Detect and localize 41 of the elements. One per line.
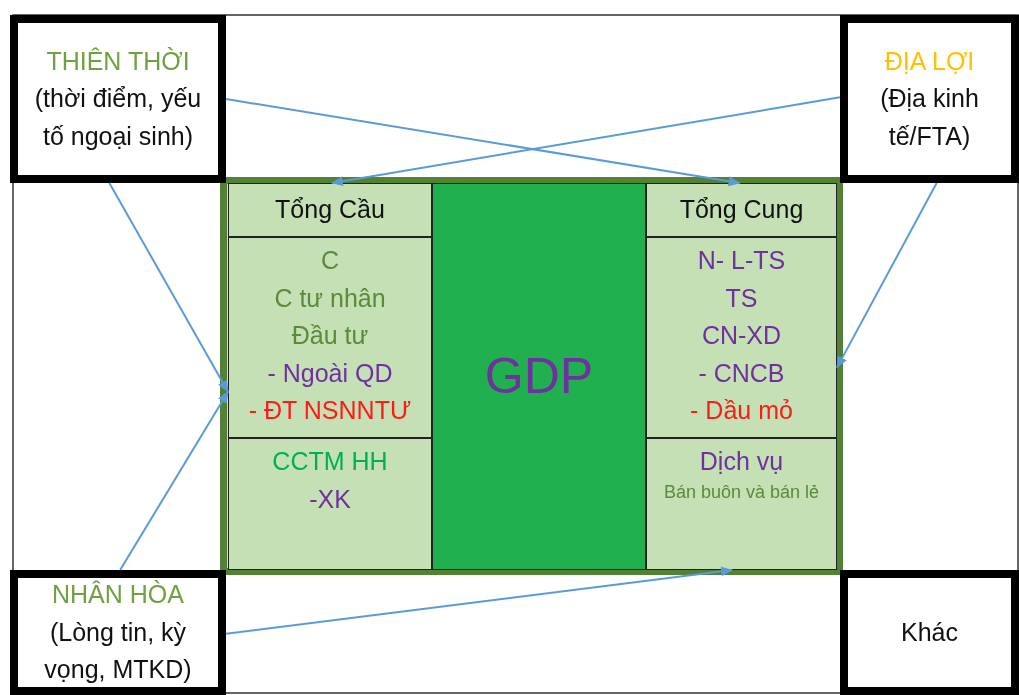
item-text: - Dầu mỏ xyxy=(690,395,793,426)
arrow xyxy=(225,98,741,187)
demand-cell xyxy=(228,237,432,438)
heading-text: Dịch vụ xyxy=(699,446,784,477)
gdp-column xyxy=(432,183,646,570)
supply-cell xyxy=(646,237,837,438)
heading-text: C xyxy=(320,245,340,276)
item-text: - ĐT NSNNTƯ xyxy=(248,395,412,426)
heading-text: N- L-TS xyxy=(697,245,786,276)
heading-text: Khác xyxy=(901,616,958,648)
item-text: Bán buôn và bán lẻ xyxy=(663,480,820,504)
arrow xyxy=(836,182,938,369)
item-text: -XK xyxy=(309,483,351,515)
heading-text: NHÂN HÒA xyxy=(52,579,184,611)
item-text: (Lòng tin, kỳ vọng, MTKD) xyxy=(43,616,193,686)
arrow xyxy=(225,566,733,635)
heading-text: GDP xyxy=(484,347,594,406)
heading-text: THIÊN THỜI xyxy=(46,45,190,77)
item-text: C tư nhân xyxy=(274,282,386,314)
heading-text: Tổng Cầu xyxy=(275,194,385,226)
heading-text: CCTM HH xyxy=(272,446,388,477)
arrow xyxy=(331,96,841,187)
item-text: Đầu tư xyxy=(291,320,369,351)
arrow xyxy=(119,390,229,571)
item-text: (thời điểm, yếu tố ngoại sinh) xyxy=(33,83,203,152)
supply-cell xyxy=(646,438,837,570)
heading-text: ĐỊA LỢI xyxy=(884,45,975,77)
arrow xyxy=(108,182,229,393)
header-cell xyxy=(646,183,837,237)
demand-cell xyxy=(228,438,432,570)
item-text: - Ngoài QD xyxy=(267,357,393,389)
item-text: CN-XD xyxy=(701,320,782,351)
factor-box xyxy=(840,15,1019,183)
factor-box xyxy=(10,15,226,183)
factor-box xyxy=(840,570,1019,695)
item-text: (Địa kinh tế/FTA) xyxy=(879,83,980,152)
heading-text: Tổng Cung xyxy=(679,194,804,226)
factor-box xyxy=(10,570,226,695)
item-text: TS xyxy=(725,282,758,314)
item-text: - CNCB xyxy=(698,357,785,389)
header-cell xyxy=(228,183,432,237)
